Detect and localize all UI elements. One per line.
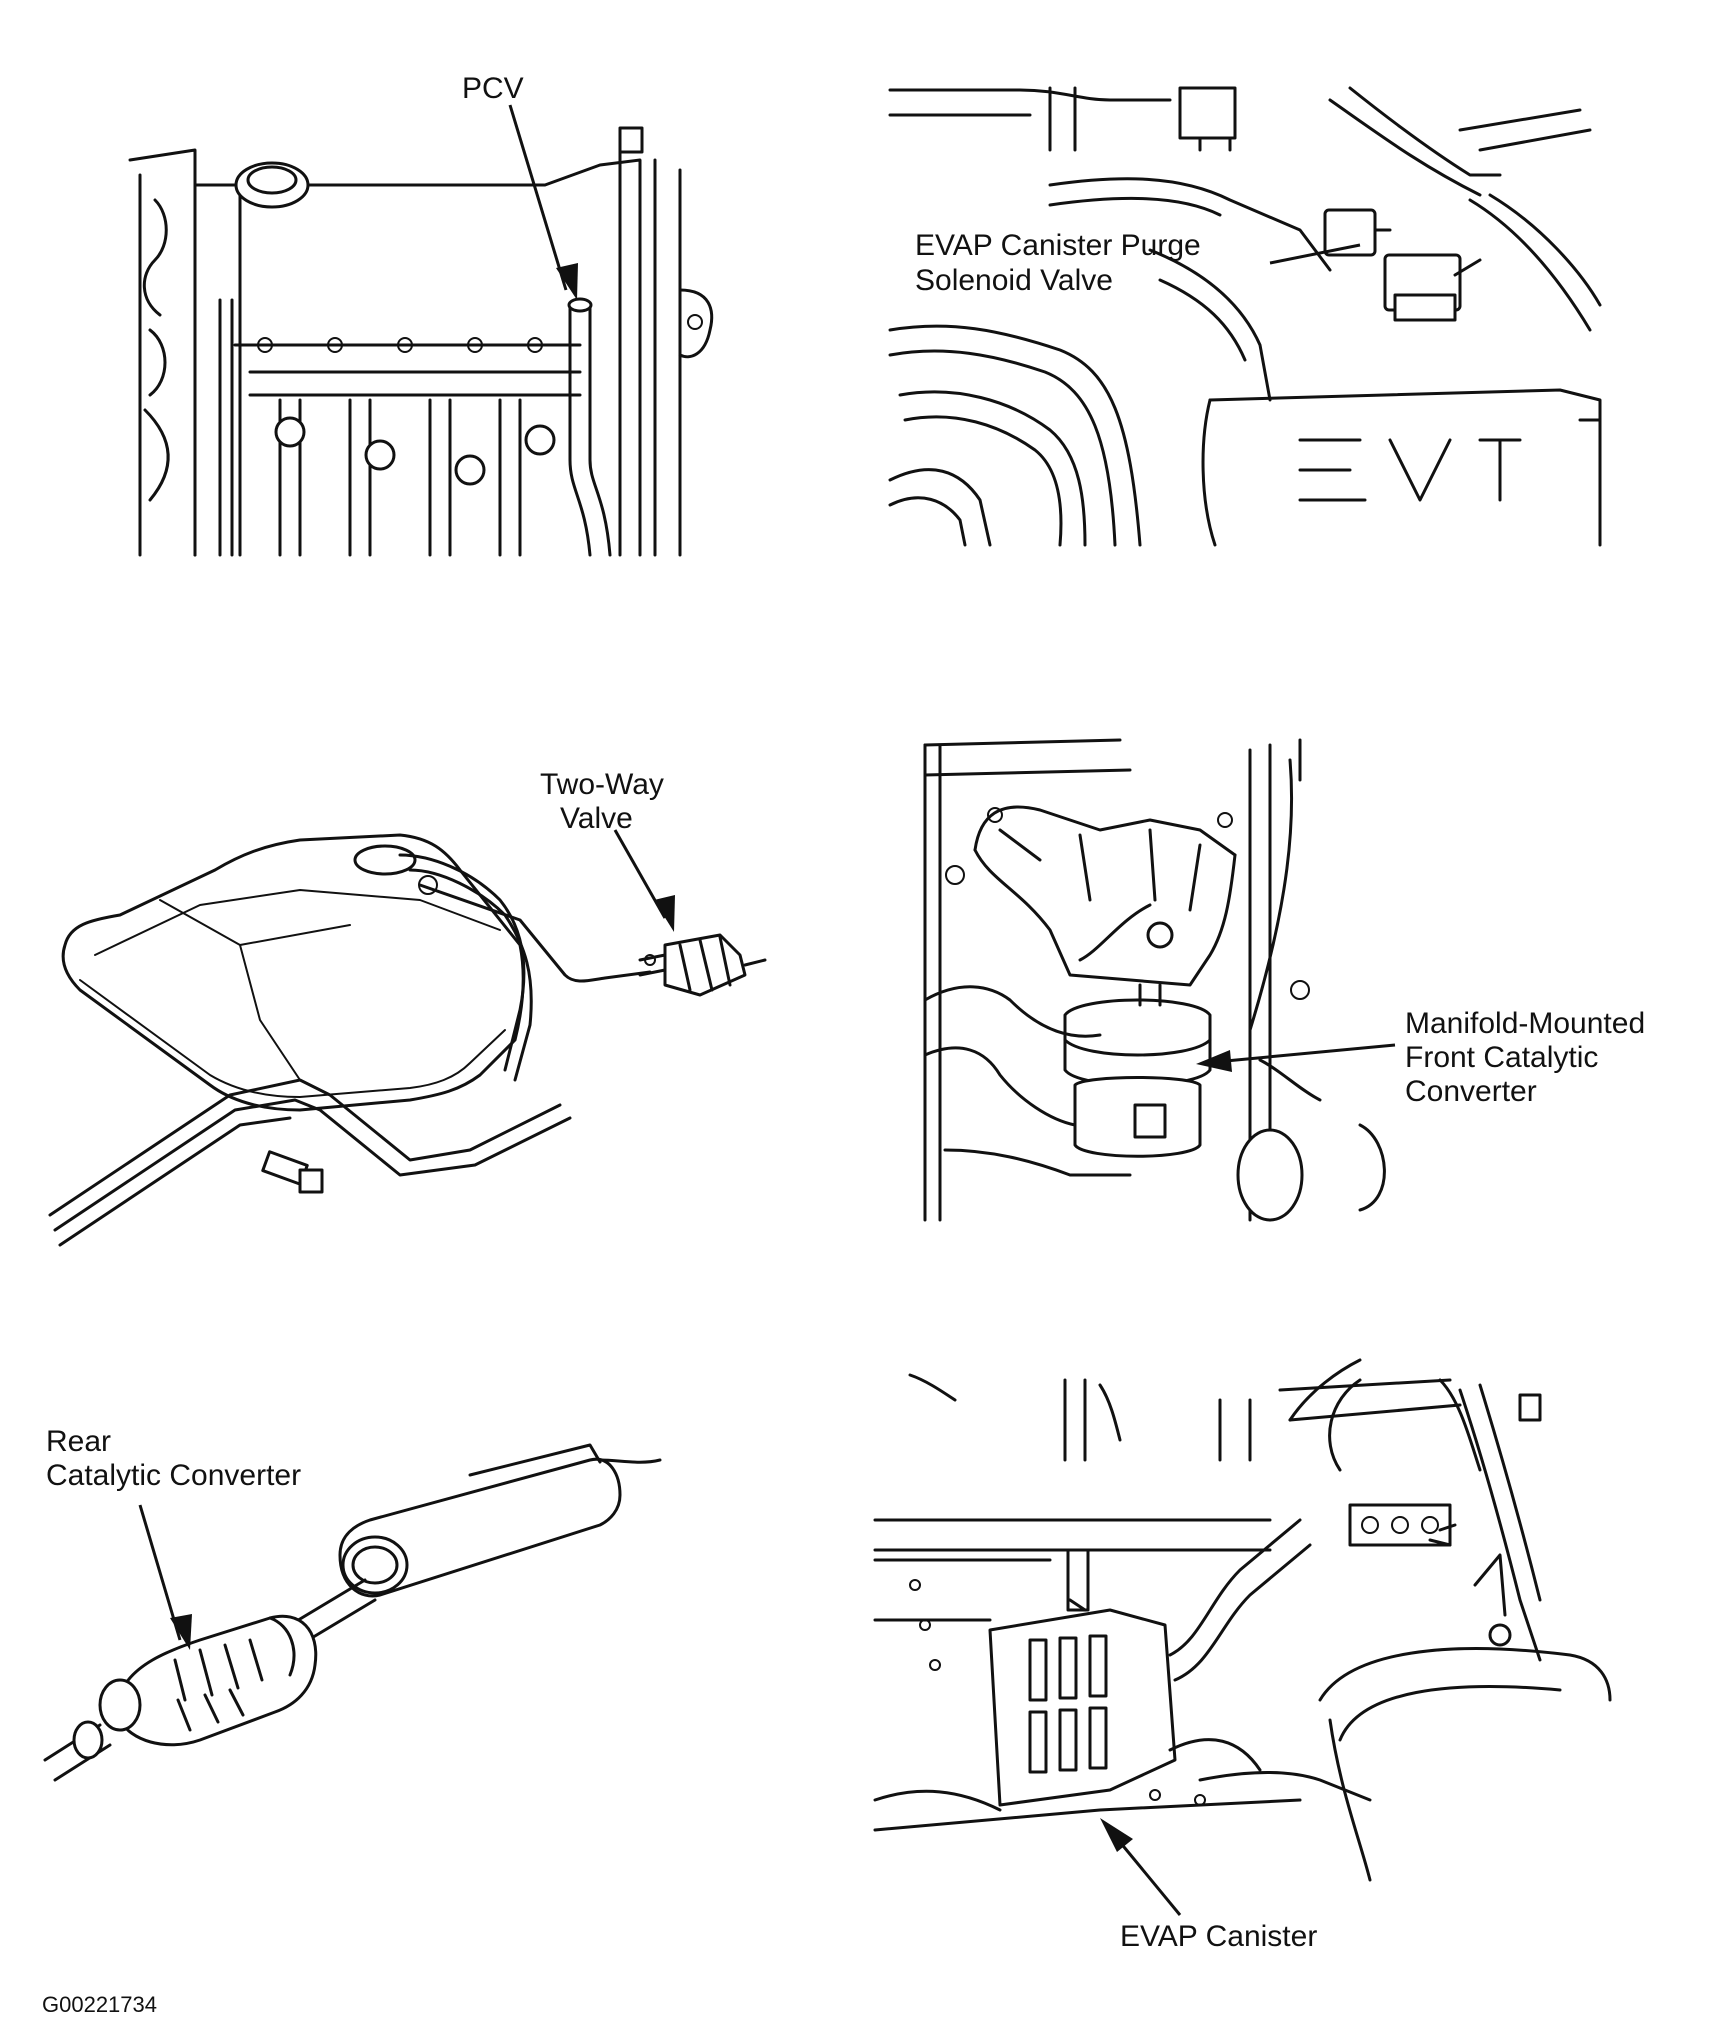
purge-valve-leader-line [1269,243,1361,265]
evap-canister-illustration [873,1358,1612,1882]
rear-catalytic-leader-arrow [138,1504,192,1650]
front-catalytic-leader-arrow [1196,1043,1396,1072]
rear-exhaust-pipe-illustration [43,1443,662,1782]
front-catalytic-label-line2: Front Catalytic [1405,1041,1599,1074]
exhaust-manifold-illustration [923,738,1386,1222]
fuel-tank-illustration [48,833,767,1247]
two-way-valve-leader-arrow [613,829,675,932]
evap-canister-label: EVAP Canister [1120,1920,1318,1953]
figure-code: G00221734 [42,1992,157,2017]
evap-canister-leader-arrow [1100,1818,1182,1916]
evap-purge-solenoid-label-line1: EVAP Canister Purge [915,229,1201,262]
pcv-leader-arrow [508,104,578,300]
evap-purge-solenoid-label-line2: Solenoid Valve [915,264,1113,297]
two-way-valve-label-line2: Valve [560,802,633,835]
two-way-valve-label-line1: Two-Way [540,768,664,801]
front-catalytic-label-line3: Converter [1405,1075,1537,1108]
engine-bay-hoses-illustration [888,86,1602,547]
pcv-label: PCV [462,72,524,105]
rear-catalytic-label-line2: Catalytic Converter [46,1459,302,1492]
engine-top-illustration [128,126,714,557]
rear-catalytic-label-line1: Rear [46,1425,112,1458]
front-catalytic-label-line1: Manifold-Mounted [1405,1007,1646,1040]
